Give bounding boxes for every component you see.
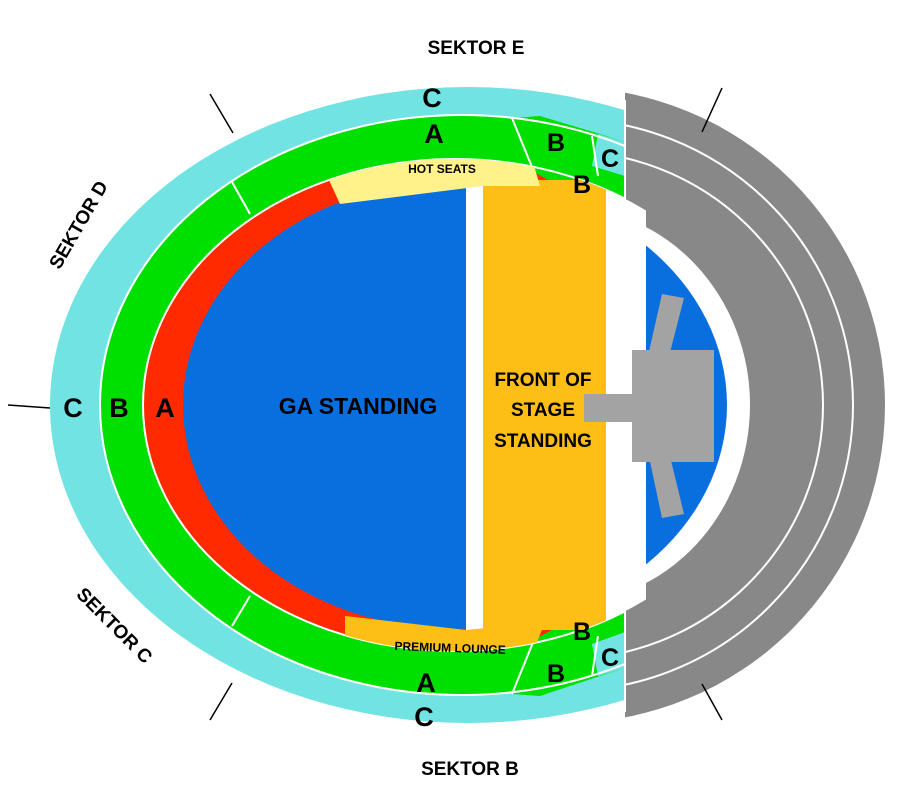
ring-c-label-top: C [422, 83, 442, 113]
sector-e-label: SEKTOR E [428, 38, 525, 59]
front-of-stage-label-line2: STAGE [511, 400, 575, 421]
hot-seats-zone[interactable] [328, 152, 540, 204]
unavailable-ring-outer [625, 92, 885, 718]
ring-b-label-left: B [109, 393, 129, 423]
premium-lounge-label: PREMIUM LOUNGE [394, 639, 506, 657]
ring-a-label-top: A [424, 119, 444, 149]
section-c-upper[interactable] [592, 134, 625, 176]
ga-standing-label: GA STANDING [279, 393, 437, 419]
ring-c-label-top-right: C [601, 145, 619, 173]
ring-b-label-top: B [547, 129, 565, 157]
hot-seats-label: HOT SEATS [408, 162, 476, 176]
ring-b-label-bottom-inner: B [573, 618, 591, 646]
section-c-lower[interactable] [592, 632, 625, 676]
sector-b-label: SEKTOR B [421, 759, 519, 780]
front-of-stage-label-line3: STANDING [494, 431, 592, 452]
ring-b-label-top-inner: B [573, 171, 591, 199]
ring-a-label-left: A [155, 393, 175, 423]
front-of-stage-label-line1: FRONT OF [494, 370, 591, 391]
ring-b-label-bottom: B [547, 660, 565, 688]
ring-c-label-left: C [63, 393, 83, 423]
ring-c-label-bottom: C [414, 702, 434, 732]
ring-c-label-bottom-right: C [601, 644, 619, 672]
ring-a-label-bottom: A [416, 668, 436, 698]
stage-shape [584, 294, 714, 518]
